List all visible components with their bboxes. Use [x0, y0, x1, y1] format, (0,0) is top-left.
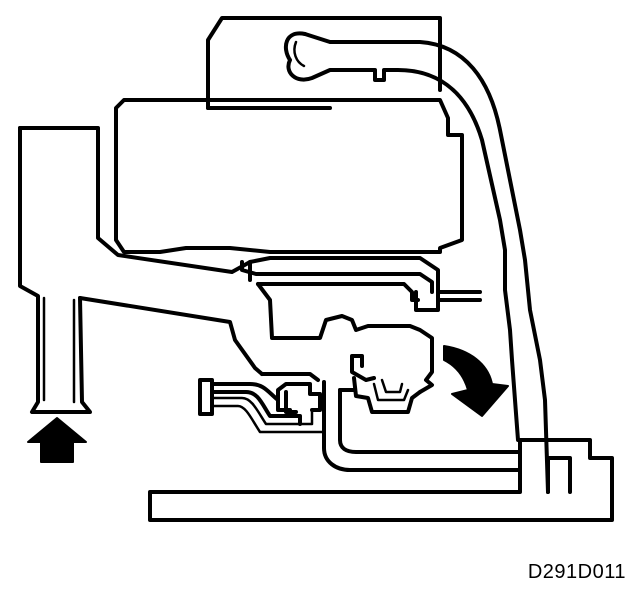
bypass-hoses	[198, 372, 324, 434]
inlet-arrow-icon	[27, 417, 87, 463]
lower-return-pipe	[322, 380, 522, 472]
engine-block	[114, 98, 464, 254]
left-column	[18, 126, 264, 414]
upper-housing	[206, 16, 442, 110]
water-pump-body	[350, 354, 422, 414]
outlet-pipe	[283, 31, 550, 494]
thermostat-housing	[240, 256, 482, 394]
curved-arrow-icon	[443, 345, 509, 417]
figure-code: D291D011	[527, 561, 626, 583]
